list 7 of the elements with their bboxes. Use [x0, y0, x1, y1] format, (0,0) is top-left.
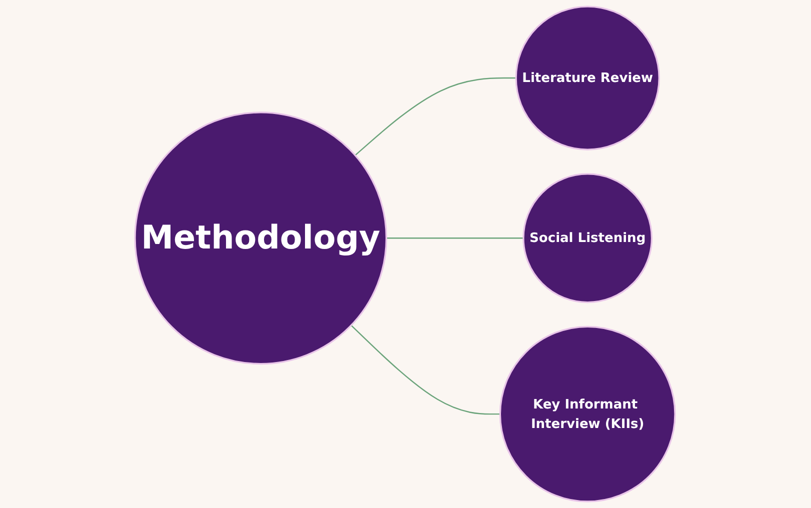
connector: [386, 238, 524, 239]
connector: [351, 324, 501, 415]
node-circle: Social Listening: [523, 173, 654, 304]
node-circle: Methodology: [134, 112, 388, 365]
node-circle: Key Informant Interview (KIIs): [500, 326, 676, 502]
connector: [355, 77, 517, 156]
node-circle: Literature Review: [516, 6, 660, 150]
